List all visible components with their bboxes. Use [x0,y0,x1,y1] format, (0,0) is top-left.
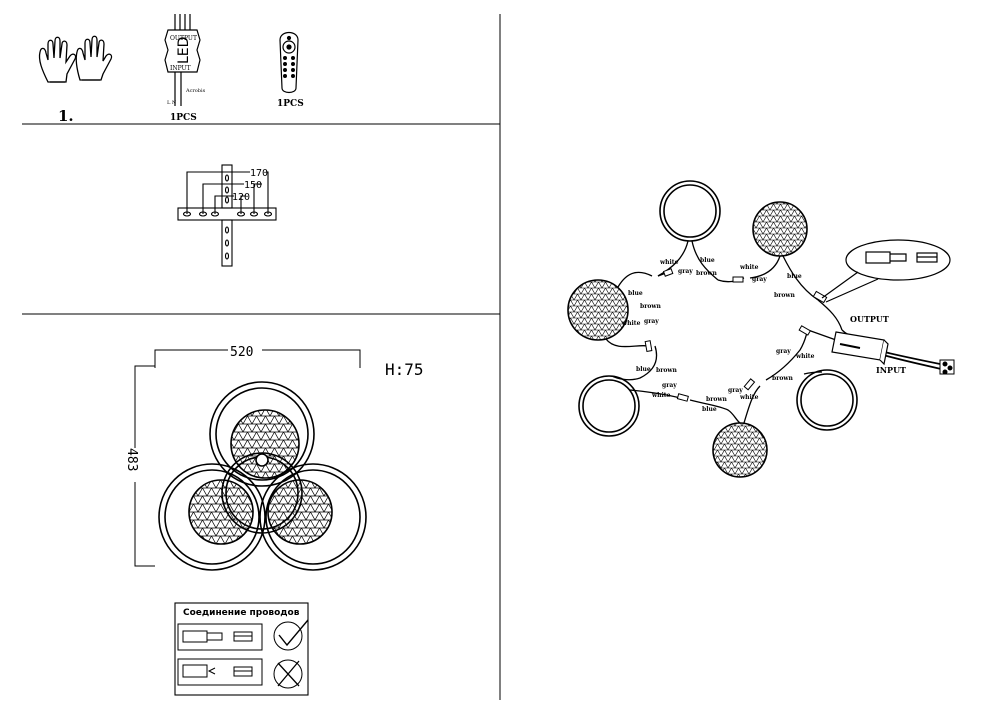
mesh-lamp-left [567,279,629,341]
wire-label: white [739,394,759,401]
wire-label: brown [656,367,678,374]
input-label: INPUT [876,365,906,375]
wire-label: white [659,259,679,266]
bracket-section: 170 150 120 [177,164,277,267]
driver-led-label: LED [176,37,192,64]
step-number: 1. [58,107,74,125]
bracket-dim-170: 170 [250,168,268,179]
mounting-bracket [177,164,277,267]
wire-label: white [739,264,759,271]
wire-label: blue [702,406,717,413]
driver-brand-label: Acrobis [185,88,206,94]
wire-labels: white gray blue brown white gray blue br… [621,257,815,413]
led-driver-icon [164,14,201,106]
wire-label: white [651,392,671,399]
ring-lamp-top [659,180,721,242]
lamp-height-dimension: 483 [124,448,139,471]
wire-guide-frame [174,602,309,696]
wire-label: gray [644,318,659,325]
driver-input-label: INPUT [170,65,191,72]
wire-label: brown [774,292,796,299]
correct-connection [177,619,309,651]
power-plug-icon [939,359,955,375]
lamp-width-dimension: 520 [230,345,253,360]
connector-magnifier-callout [821,239,951,303]
wiring-lamps [567,180,858,478]
lamp-depth-label: H:75 [385,360,424,379]
driver-quantity: 1PCS [170,113,197,123]
bracket-dim-120: 120 [232,192,250,203]
wire-label: blue [787,273,802,280]
lamp-front-view [158,381,367,571]
wire-label: brown [696,270,718,277]
wiring-connectors [644,268,828,402]
output-label: OUTPUT [850,314,889,324]
wire-label: blue [700,257,715,264]
parts-section: 1. OUTPUT LED INPUT Acrobis L N 1PCS [38,14,304,125]
bracket-dim-150: 150 [244,180,262,191]
wire-label: gray [728,387,743,394]
wire-label: gray [662,382,677,389]
wiring-driver-box [831,331,889,366]
lamp-dimension-lines [134,349,361,567]
wire-connection-guide: Соединение проводов [174,602,309,696]
wiring-diagram: white gray blue brown white gray blue br… [567,180,955,478]
driver-output-label: OUTPUT [170,35,197,42]
driver-pins-label: L N [167,100,177,106]
wire-label: gray [678,268,693,275]
wire-label: brown [706,396,728,403]
wire-label: brown [772,375,794,382]
mesh-lamp-top [752,201,808,257]
wire-label: gray [776,348,791,355]
ring-lamp-left [578,375,640,437]
wire-label: white [795,353,815,360]
mesh-lamp-bottom [712,422,768,478]
wire-label: white [621,320,641,327]
wire-label: brown [640,303,662,310]
gloves-icon [38,35,113,83]
lamp-dimension-section: 520 483 H:75 [124,345,424,571]
wire-label: blue [628,290,643,297]
wire-guide-title: Соединение проводов [183,608,300,618]
ring-lamp-right [796,369,858,431]
wire-label: blue [636,366,651,373]
incorrect-connection [177,658,303,689]
panel-dividers [22,14,501,700]
remote-control-icon [279,31,299,94]
wire-label: gray [752,276,767,283]
remote-quantity: 1PCS [277,99,304,109]
